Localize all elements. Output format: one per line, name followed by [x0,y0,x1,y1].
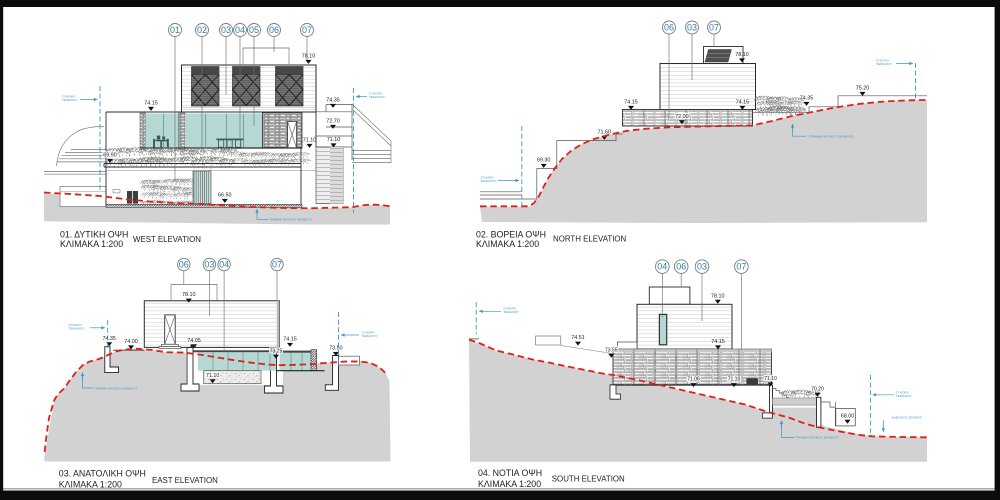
svg-text:SOUTH ELEVATION: SOUTH ELEVATION [552,475,625,484]
svg-text:73.50: 73.50 [329,346,343,352]
svg-text:04: 04 [235,25,245,35]
svg-text:06: 06 [664,23,674,33]
svg-text:ΤΕΜΑΧΙΟΥ: ΤΕΜΑΧΙΟΥ [69,327,85,331]
svg-text:ΣΥΝΟΡΟ: ΣΥΝΟΡΟ [369,92,383,96]
svg-text:ΤΕΜΑΧΙΟΥ: ΤΕΜΑΧΙΟΥ [876,62,892,66]
svg-text:68.00: 68.00 [841,413,855,419]
svg-text:74.15: 74.15 [711,339,725,345]
svg-text:01: 01 [170,25,180,35]
svg-text:06: 06 [676,262,686,272]
svg-text:71.60: 71.60 [598,130,612,136]
svg-text:03: 03 [697,262,707,272]
svg-text:66.50: 66.50 [218,193,232,199]
svg-text:WEST ELEVATION: WEST ELEVATION [133,235,201,244]
svg-text:ΣΥΝΟΡΟ: ΣΥΝΟΡΟ [69,323,83,327]
svg-text:74.00: 74.00 [124,339,138,345]
svg-text:78.10: 78.10 [711,293,725,299]
svg-text:71.10: 71.10 [764,376,777,382]
svg-text:(ΓΡΑΜΜΗ ΦΥΣΙΚΟΥ ΕΔΑΦΟΥΣ): (ΓΡΑΜΜΗ ΦΥΣΙΚΟΥ ΕΔΑΦΟΥΣ) [809,135,854,139]
svg-text:ΤΕΜΑΧΙΟΥ: ΤΕΜΑΧΙΟΥ [62,98,78,102]
svg-text:ΤΕΜΑΧΙΟΥ: ΤΕΜΑΧΙΟΥ [481,179,497,183]
svg-text:02. ΒΟΡΕΙΑ ΟΨΗ: 02. ΒΟΡΕΙΑ ΟΨΗ [476,230,546,240]
svg-text:72.70: 72.70 [326,119,340,125]
svg-text:74.15: 74.15 [144,101,158,107]
svg-text:03: 03 [221,25,231,35]
svg-text:06: 06 [269,25,279,35]
svg-text:73.25: 73.25 [270,348,283,354]
svg-text:71.10: 71.10 [206,373,220,379]
svg-text:ΣΥΝΟΡΟ: ΣΥΝΟΡΟ [481,176,495,180]
svg-text:01. ΔΥΤΙΚΗ ΟΨΗ: 01. ΔΥΤΙΚΗ ΟΨΗ [60,230,128,240]
svg-text:ΓΡΑΜΜΗ ΦΥΣΙΚΟΥ ΕΔΑΦΟΥΣ: ΓΡΑΜΜΗ ΦΥΣΙΚΟΥ ΕΔΑΦΟΥΣ [796,435,839,439]
svg-text:ΣΥΝΟΡΟ: ΣΥΝΟΡΟ [876,59,890,63]
svg-text:ΣΥΝΟΡΟ: ΣΥΝΟΡΟ [62,95,76,99]
svg-text:05: 05 [249,25,259,35]
svg-text:ΓΡΑΜΜΗ ΦΥΣΙΚΟΥ ΕΔΑΦΟΥΣ: ΓΡΑΜΜΗ ΦΥΣΙΚΟΥ ΕΔΑΦΟΥΣ [269,218,312,222]
svg-text:ΤΕΜΑΧΙΟΥ: ΤΕΜΑΧΙΟΥ [369,95,385,99]
svg-text:71.10: 71.10 [728,377,741,383]
svg-text:ΣΥΝΟΡΟ: ΣΥΝΟΡΟ [362,331,376,335]
svg-text:03. ΑΝΑΤΟΛΙΚΗ ΟΨΗ: 03. ΑΝΑΤΟΛΙΚΗ ΟΨΗ [59,469,146,479]
svg-text:69.30: 69.30 [537,158,551,164]
svg-text:71.10: 71.10 [327,137,341,143]
svg-text:03: 03 [687,23,697,33]
svg-text:07: 07 [302,25,312,35]
svg-text:02: 02 [197,25,207,35]
svg-text:04: 04 [219,260,229,270]
svg-text:74.35: 74.35 [800,96,814,102]
svg-text:75.20: 75.20 [856,86,870,92]
svg-text:04: 04 [657,262,667,272]
svg-text:72.00: 72.00 [675,114,689,120]
svg-text:ΚΛΙΜΑΚΑ 1:200: ΚΛΙΜΑΚΑ 1:200 [59,479,122,489]
svg-text:ΤΕΜΑΧΙΟΥ: ΤΕΜΑΧΙΟΥ [503,310,519,314]
svg-text:ΚΛΙΜΑΚΑ 1:200: ΚΛΙΜΑΚΑ 1:200 [478,479,541,489]
svg-text:69.90: 69.90 [103,153,117,159]
svg-text:07: 07 [272,260,282,270]
svg-text:03: 03 [204,260,214,270]
svg-text:70.20: 70.20 [811,386,824,392]
svg-text:71.10: 71.10 [303,138,317,144]
svg-text:74.05: 74.05 [187,338,201,344]
svg-text:74.51: 74.51 [571,335,585,341]
svg-text:07: 07 [709,23,719,33]
svg-text:06: 06 [179,260,189,270]
svg-text:71.06: 71.06 [687,377,700,383]
svg-text:78.10: 78.10 [182,292,196,298]
svg-text:78.10: 78.10 [735,52,749,58]
svg-text:07: 07 [736,262,746,272]
svg-text:04. ΝΟΤΙΑ ΟΨΗ: 04. ΝΟΤΙΑ ΟΨΗ [478,468,542,478]
svg-text:78.10: 78.10 [302,54,316,60]
svg-text:ΓΡΑΜΜΗ ΦΥΣΙΚΟΥ ΕΔΑΦΟΥΣ: ΓΡΑΜΜΗ ΦΥΣΙΚΟΥ ΕΔΑΦΟΥΣ [94,386,137,390]
svg-text:EAST ELEVATION: EAST ELEVATION [152,476,218,485]
svg-text:74.15: 74.15 [283,337,297,343]
svg-text:74.35: 74.35 [102,336,116,342]
svg-text:ΣΥΝΟΡΟ: ΣΥΝΟΡΟ [896,391,910,395]
svg-text:ΣΥΝΟΡΟ: ΣΥΝΟΡΟ [503,307,517,311]
svg-text:ΔΗΜΟΣΙΟΣ ΔΡΟΜΟΣ: ΔΗΜΟΣΙΟΣ ΔΡΟΜΟΣ [891,415,922,419]
svg-text:74.15: 74.15 [624,100,638,106]
svg-text:ΚΛΙΜΑΚΑ 1:200: ΚΛΙΜΑΚΑ 1:200 [476,239,539,249]
svg-text:74.35: 74.35 [326,98,340,104]
svg-text:ΤΕΜΑΧΙΟΥ: ΤΕΜΑΧΙΟΥ [362,334,378,338]
svg-text:ΤΕΜΑΧΙΟΥ: ΤΕΜΑΧΙΟΥ [896,394,912,398]
svg-text:ΚΛΙΜΑΚΑ 1:200: ΚΛΙΜΑΚΑ 1:200 [60,239,123,249]
svg-text:NORTH ELEVATION: NORTH ELEVATION [553,235,627,244]
svg-text:74.15: 74.15 [736,100,750,106]
svg-text:73.55: 73.55 [605,347,618,353]
